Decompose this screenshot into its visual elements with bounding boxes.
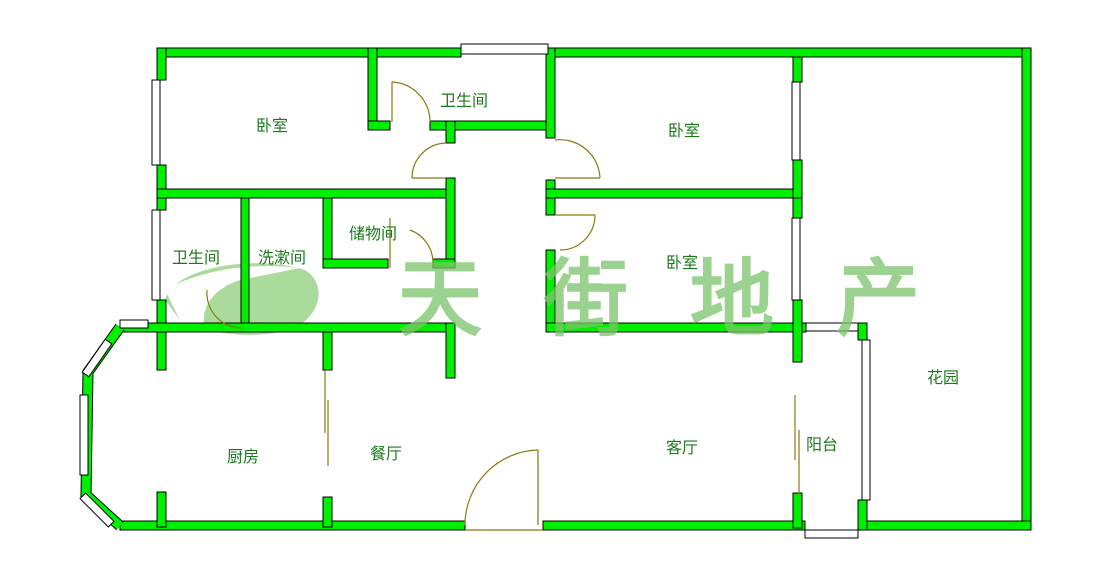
room-label-balcony: 阳台 bbox=[806, 435, 839, 454]
room-label-bathroom: 卫生间 bbox=[172, 248, 221, 267]
room-label-bedroom: 卧室 bbox=[666, 253, 699, 272]
room-label-kitchen: 厨房 bbox=[227, 447, 260, 466]
room-label-washroom: 洗漱间 bbox=[258, 248, 307, 267]
room-label-storage: 储物间 bbox=[349, 224, 398, 243]
room-label-bathroom: 卫生间 bbox=[440, 91, 489, 110]
room-label-bedroom: 卧室 bbox=[256, 116, 289, 135]
windows bbox=[79, 43, 871, 539]
watermark-text: 天街地产 bbox=[398, 250, 983, 348]
room-label-bedroom: 卧室 bbox=[668, 121, 701, 140]
room-label-garden: 花园 bbox=[927, 368, 960, 387]
room-label-living: 客厅 bbox=[666, 438, 699, 457]
room-label-dining: 餐厅 bbox=[370, 444, 403, 463]
doors bbox=[206, 81, 800, 531]
